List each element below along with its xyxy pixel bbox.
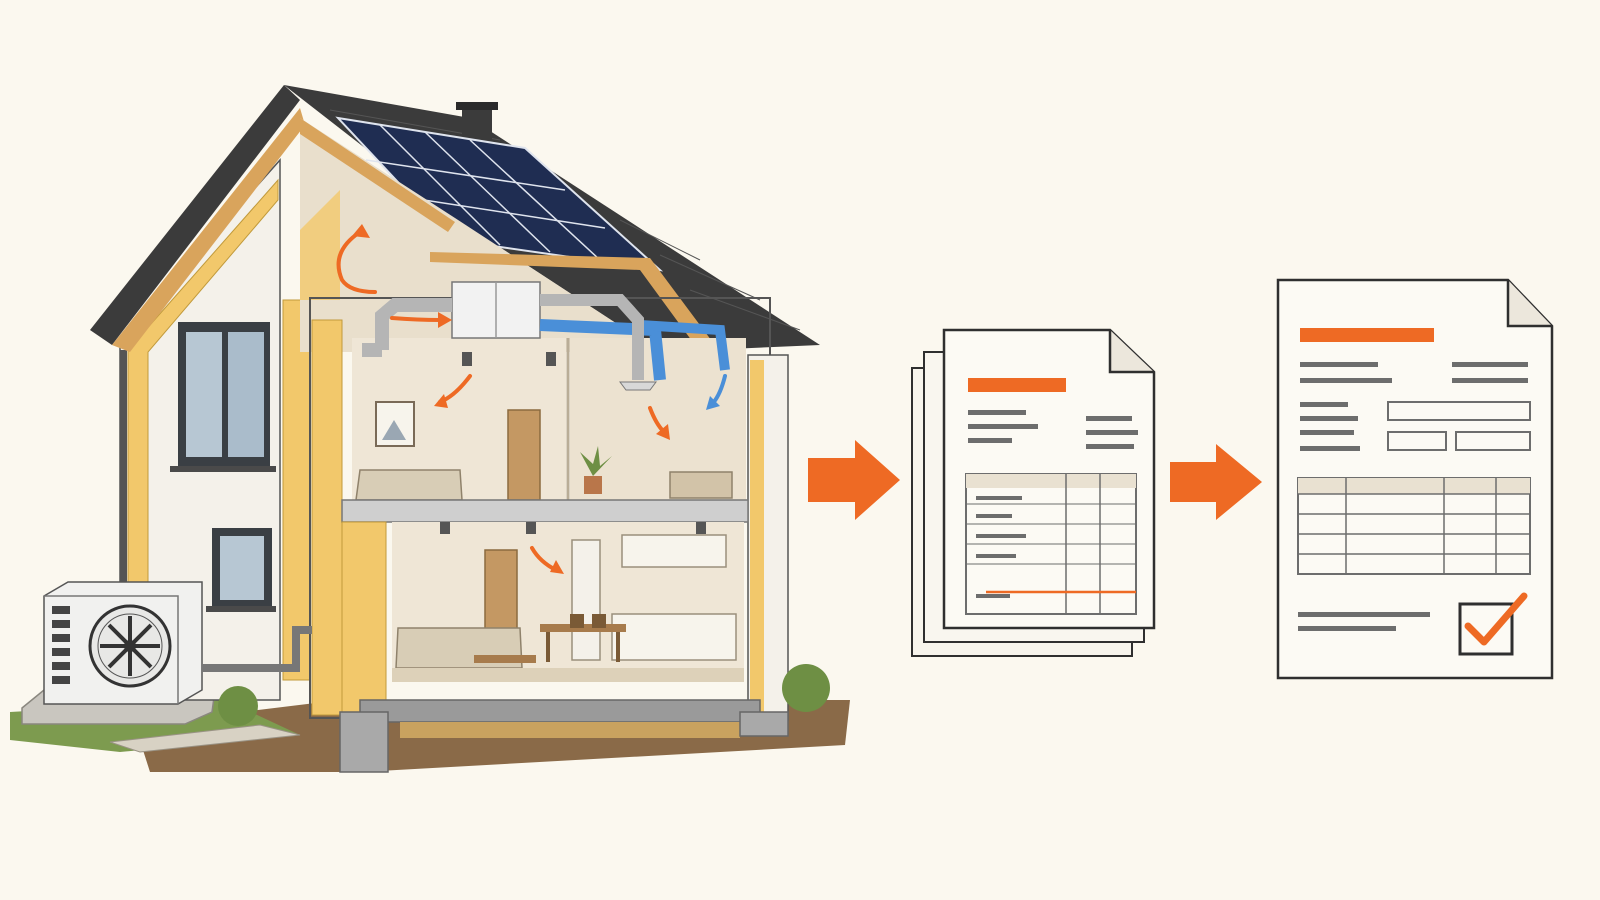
wall-insulation-front [282,299,311,681]
arrow-right-icon [1170,444,1262,520]
coffee-table [474,655,536,663]
wall-art-mountain [382,420,406,440]
kitchen-cabinets-upper [621,534,727,568]
path-stones [109,724,301,753]
window-upper-pane-left [186,332,222,457]
mvhr-unit [451,281,541,339]
dining-chairs [546,614,620,662]
form-table [1297,477,1531,575]
foundation-footing [339,711,389,773]
approved-form-icon [1276,278,1554,680]
document-text-lines [968,410,1138,449]
foundation-slab [359,699,761,723]
lower-floor [392,668,744,682]
heat-pump-pipe [202,626,312,672]
roof-timber-left [112,108,305,352]
fridge [571,539,601,661]
kitchen-cabinets-lower [611,613,737,661]
plant-leaves-upper [580,446,612,476]
shelf-upper [669,471,733,499]
checkmark-icon [1464,592,1528,646]
sofa-upper [355,469,463,501]
shrub-left [218,686,258,726]
window-upper-pane-right [228,332,264,457]
airflow-arrowheads [352,224,670,574]
chimney [462,108,492,140]
document-fold [1108,330,1154,374]
form-title-bar [1300,328,1434,342]
form-checkbox [1458,602,1514,656]
attic-cavity [300,118,660,352]
diffuser [619,381,657,391]
foundation-footing-right [739,711,789,737]
house-cutaway-icon [10,85,850,773]
airflow-blue-head [706,396,720,410]
document-title-bar [968,378,1066,392]
window-lower-sill [206,606,276,612]
solar-panels [335,116,664,272]
attic-rafter-right [430,252,720,352]
heat-pump-grille [52,606,70,684]
shrub-right [782,664,830,712]
roof-left-slope [90,85,300,345]
airflow-to-unit [390,316,442,322]
door-upper [507,409,541,501]
heat-pump-unit [43,581,312,705]
form-fold [1506,280,1552,328]
insulation-left-column [311,319,343,716]
floor-slab [341,499,749,523]
arrow-right-icon [808,440,900,520]
downpipe [120,350,127,610]
document-stack-icon [911,328,1156,657]
form-footer-lines [1298,612,1430,631]
form-text-lines [1300,362,1528,451]
airflow-attic-loop [336,230,377,294]
foundation-gravel [400,722,740,738]
window-upper-sill [170,466,276,472]
insulation-right [750,360,764,720]
window-lower-pane [220,536,264,600]
duct-grey [362,298,452,357]
document-table [965,473,1137,615]
chimney-cap [456,102,498,110]
duct-grey-connector [540,294,644,380]
attic-insulation [300,190,340,300]
attic-rafter [300,118,455,232]
form-input-fields [1387,401,1531,451]
duct-blue-extract [639,320,730,371]
door-lower [484,549,518,641]
plant-pot-upper [584,476,602,494]
ceiling-lights [440,352,706,534]
insulation-lower-left [341,521,387,713]
